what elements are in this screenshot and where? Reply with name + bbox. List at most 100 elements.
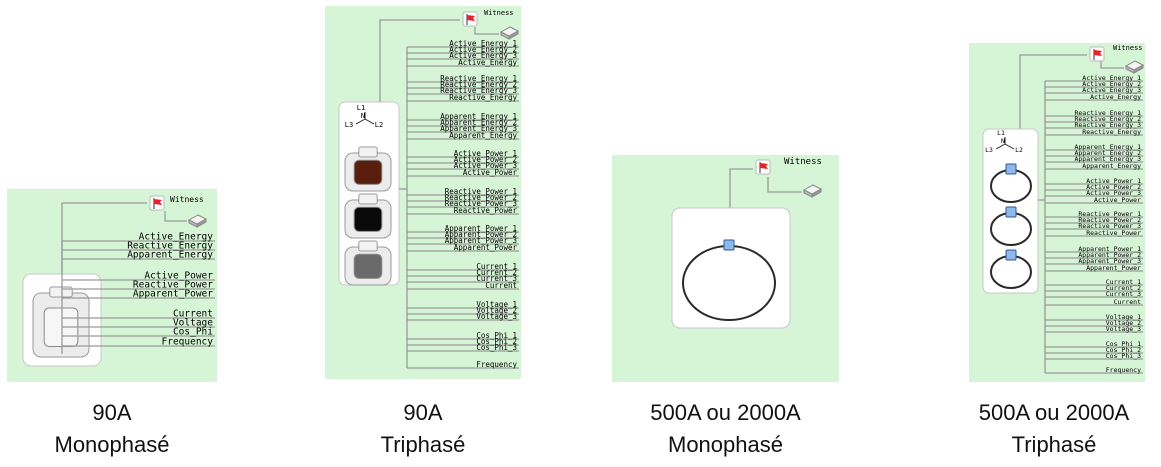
output-label: Apparent_Energy — [127, 250, 213, 261]
caption-amps: 500A ou 2000A — [650, 400, 801, 425]
phase-l2: L2 — [375, 121, 383, 129]
phase-line — [995, 143, 1006, 150]
output-label: Reactive_Power_3 — [1078, 222, 1141, 230]
meter-icon — [32, 286, 90, 358]
output-label: Reactive_Power_1 — [1078, 210, 1141, 218]
output-label: Reactive_Energy — [127, 241, 213, 252]
device-icon — [1124, 60, 1145, 74]
caption-amps: 90A — [92, 400, 132, 425]
output-label: Active_Power_3 — [1086, 189, 1141, 197]
caption-phase: Monophasé — [668, 432, 783, 457]
coil-clamp — [723, 239, 735, 251]
output-label: Voltage_2 — [476, 306, 517, 315]
flag-cloth — [760, 163, 768, 169]
diagram-90a-mono-canvas: WitnessActive_EnergyReactive_EnergyAppar… — [22, 195, 215, 367]
output-label: Apparent_Energy_1 — [1074, 143, 1141, 151]
output-label: Frequency — [162, 337, 214, 348]
phase-n: N — [1001, 137, 1005, 145]
diagram-500a-mono: Witness — [612, 155, 839, 382]
device-icon — [499, 26, 520, 40]
output-label: Reactive_Energy_1 — [1074, 109, 1141, 117]
output-label: Active_Energy — [458, 58, 517, 67]
device-front — [508, 30, 519, 40]
caption-phase: Triphasé — [1011, 432, 1097, 457]
phase-n: N — [361, 112, 365, 120]
output-label: Reactive_Energy_3 — [440, 86, 517, 95]
meter-clip — [358, 193, 378, 205]
output-label: Reactive_Power — [454, 206, 518, 215]
caption-amps: 500A ou 2000A — [978, 400, 1130, 425]
output-label: Current_3 — [1106, 290, 1141, 298]
meter-icon-brown — [344, 146, 392, 192]
output-label: Voltage_2 — [1106, 319, 1141, 327]
device-front — [1133, 64, 1144, 74]
witness-label: Witness — [1113, 44, 1143, 52]
output-label: Active_Energy_2 — [449, 45, 517, 54]
output-label: Active_Energy_1 — [449, 39, 517, 48]
meter-icon-black — [344, 193, 392, 239]
caption-500a-tri: 500A ou 2000A Triphasé — [950, 397, 1158, 461]
phase-diagram: L1N L3 L2 — [345, 104, 383, 129]
output-label: Apparent_Energy — [449, 131, 517, 140]
output-label: Apparent_Power — [133, 289, 213, 300]
output-label: Frequency — [476, 360, 517, 369]
output-label: Active_Power_3 — [454, 161, 517, 170]
caption-phase: Triphasé — [380, 432, 466, 457]
output-label: Current_1 — [476, 262, 517, 271]
phase-l1: L1 — [997, 129, 1005, 137]
output-label: Apparent_Power_2 — [445, 230, 517, 239]
output-label: Voltage — [173, 318, 213, 329]
meter-clip — [358, 240, 378, 252]
output-label: Reactive_Power_3 — [445, 199, 517, 208]
flag-cloth — [1094, 50, 1102, 56]
coil-clamp — [1005, 163, 1017, 175]
phase-l3: L3 — [345, 121, 353, 129]
output-label: Cos_Phi_3 — [1106, 352, 1141, 360]
output-label: Apparent_Energy_3 — [1074, 155, 1141, 163]
device-icon — [802, 184, 823, 198]
meter-clip — [358, 146, 378, 158]
output-label: Active_Power — [463, 168, 518, 177]
output-label: Voltage_3 — [476, 312, 517, 321]
output-label: Current_2 — [476, 268, 517, 277]
device-front — [811, 188, 822, 198]
phase-line — [364, 118, 375, 125]
output-label: Frequency — [1106, 366, 1141, 374]
output-label: Voltage_1 — [476, 300, 517, 309]
output-label: Apparent_Energy — [1082, 162, 1141, 170]
wire — [729, 168, 753, 208]
flag-icon — [1089, 46, 1105, 62]
output-label: Apparent_Power_3 — [1078, 257, 1141, 265]
output-label: Current — [173, 309, 213, 320]
output-label: Cos_Phi_1 — [1106, 340, 1141, 348]
output-label: Active_Energy_3 — [1082, 86, 1141, 94]
wire — [1019, 54, 1087, 129]
witness-label: Witness — [170, 195, 204, 204]
device-icon — [187, 214, 208, 228]
phase-l1: L1 — [357, 104, 365, 112]
output-label: Apparent_Power_2 — [1078, 251, 1141, 259]
wire — [164, 211, 187, 222]
rogowski-coil-icon-3 — [990, 249, 1032, 289]
output-label: Voltage_3 — [1106, 325, 1141, 333]
output-label: Reactive_Energy — [449, 93, 517, 102]
output-label: Active_Power_1 — [454, 149, 517, 158]
coil-clamp — [1005, 249, 1017, 261]
rogowski-coil-icon-2 — [990, 206, 1032, 246]
output-label: Active_Power — [1094, 196, 1141, 204]
output-label: Active_Power — [144, 271, 213, 282]
wire — [474, 27, 499, 35]
output-label: Active_Power_2 — [454, 155, 517, 164]
diagram-500a-mono-canvas: Witness — [671, 157, 823, 329]
output-label: Current_1 — [1106, 278, 1141, 286]
meter-window — [353, 206, 383, 232]
output-label: Current — [485, 281, 517, 290]
output-label: Apparent_Power — [1086, 264, 1141, 272]
output-label: Cos_Phi_1 — [476, 331, 517, 340]
output-label: Reactive_Power_1 — [445, 187, 517, 196]
output-label: Active_Energy — [1090, 93, 1141, 101]
output-label: Reactive_Energy_3 — [1074, 121, 1141, 129]
